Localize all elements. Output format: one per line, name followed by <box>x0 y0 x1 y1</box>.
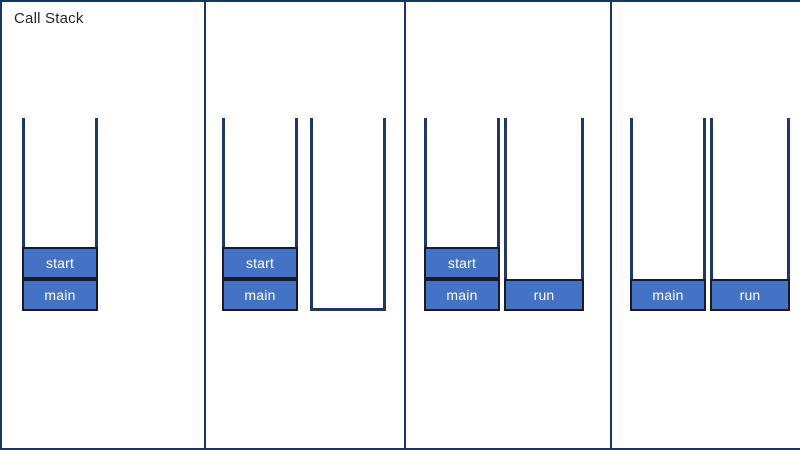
stack-frame-run: run <box>710 279 790 311</box>
panel-2: start main <box>204 2 404 448</box>
stack-rail-left <box>310 118 313 311</box>
stack-rail-right <box>787 118 790 311</box>
stack-rail-left <box>222 118 225 311</box>
panel-3: start main run <box>404 2 610 448</box>
stack-frame-start: start <box>424 247 500 279</box>
stack-frame-main: main <box>630 279 706 311</box>
stack-frame-label: main <box>652 287 684 303</box>
stack-frame-label: start <box>447 255 477 271</box>
stack-new-thread: run <box>504 118 584 311</box>
page-title: Call Stack <box>14 10 84 27</box>
stack-main-thread: start main <box>222 118 298 311</box>
stack-rail-left <box>424 118 427 311</box>
panel-divider-3 <box>610 2 612 448</box>
stack-frame-label: start <box>45 255 75 271</box>
stack-frame-label: start <box>245 255 275 271</box>
stack-rail-right <box>703 118 706 311</box>
stack-rail-left <box>710 118 713 311</box>
panel-1: start main <box>4 2 204 448</box>
stack-rail-right <box>581 118 584 311</box>
stack-frame-run: run <box>504 279 584 311</box>
stack-frame-label: main <box>44 287 76 303</box>
stack-new-thread <box>310 118 386 311</box>
stack-rail-left <box>22 118 25 311</box>
stack-rail-right <box>295 118 298 311</box>
panel-divider-2 <box>404 2 406 448</box>
panel-divider-1 <box>204 2 206 448</box>
stack-main-thread: start main <box>22 118 98 311</box>
stack-frame-main: main <box>222 279 298 311</box>
stack-new-thread: run <box>710 118 790 311</box>
stack-rail-right <box>383 118 386 311</box>
stack-frame-main: main <box>424 279 500 311</box>
stack-main-thread: main <box>630 118 706 311</box>
stack-rail-right <box>95 118 98 311</box>
stack-rail-right <box>497 118 500 311</box>
stack-frame-label: main <box>446 287 478 303</box>
stack-frame-main: main <box>22 279 98 311</box>
panel-4: main run <box>610 2 800 448</box>
stack-frame-label: run <box>739 287 761 303</box>
stack-rail-left <box>504 118 507 311</box>
stack-rail-left <box>630 118 633 311</box>
stack-frame-label: run <box>533 287 555 303</box>
stack-rail-bottom <box>310 308 386 311</box>
stack-frame-start: start <box>222 247 298 279</box>
stack-frame-start: start <box>22 247 98 279</box>
stack-main-thread: start main <box>424 118 500 311</box>
stack-frame-label: main <box>244 287 276 303</box>
